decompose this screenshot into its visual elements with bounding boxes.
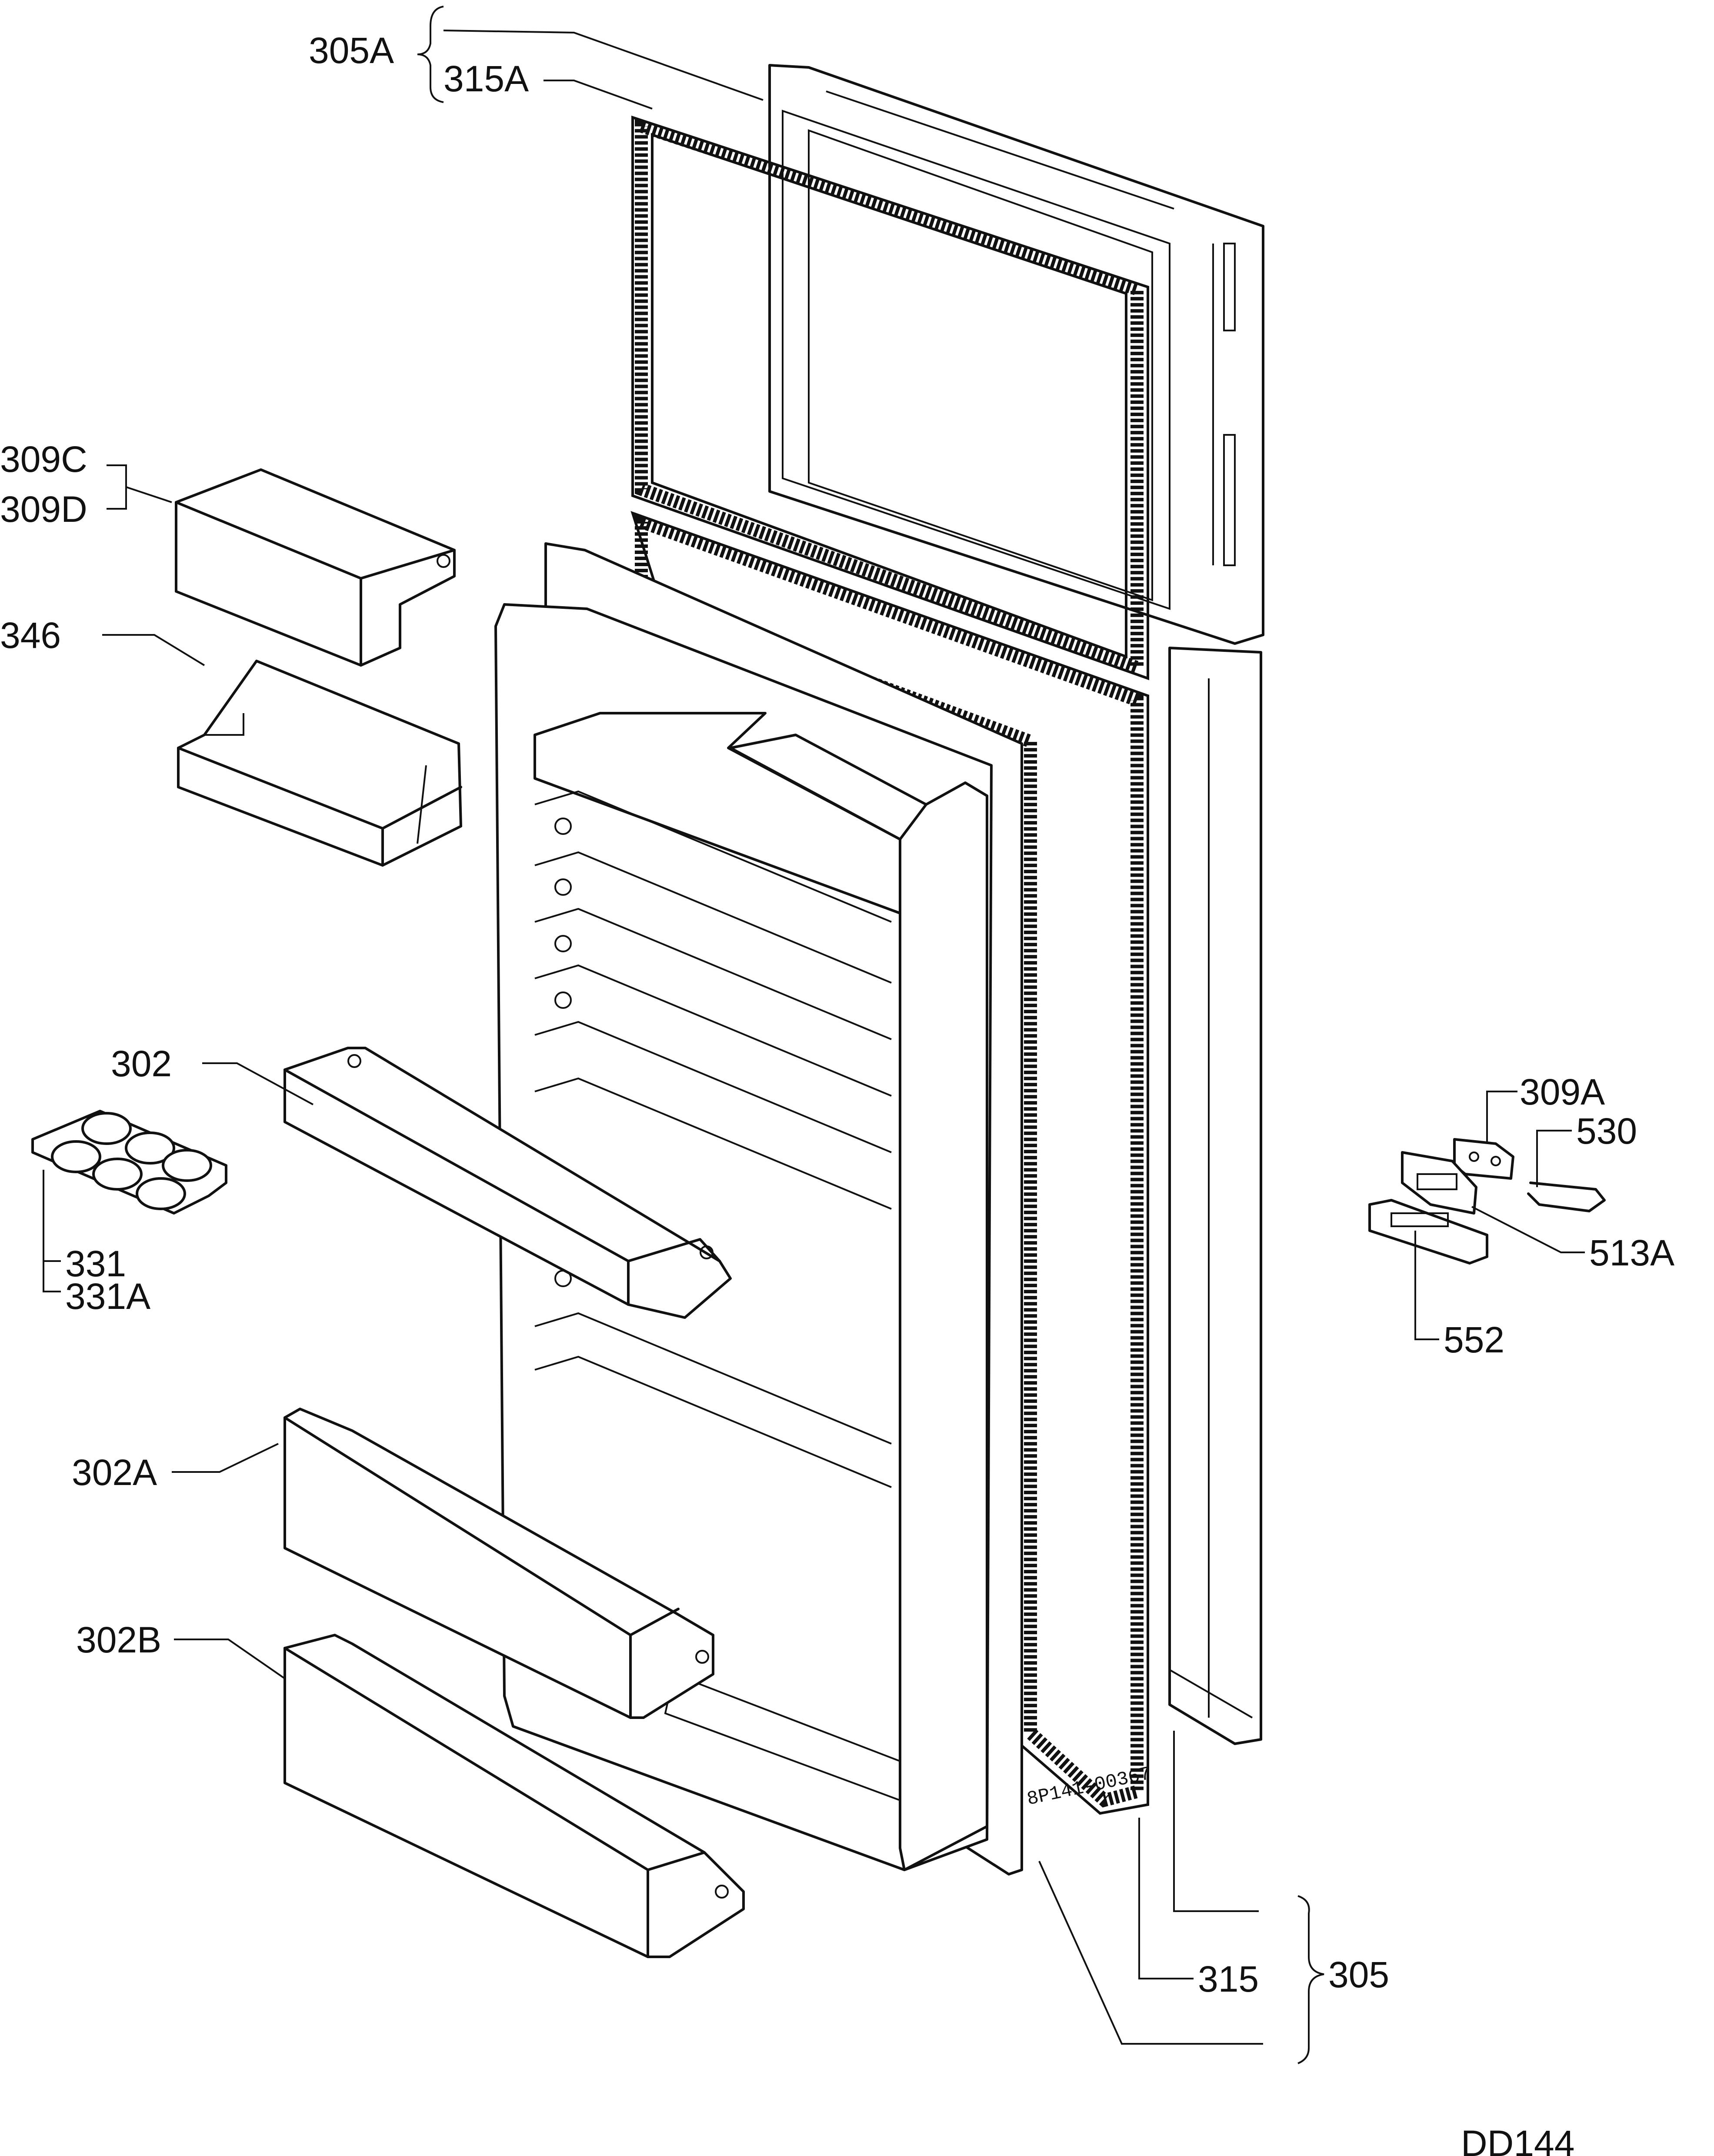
label-331a: 331A xyxy=(65,1276,150,1317)
egg-tray-331 xyxy=(31,1110,227,1215)
part-309a xyxy=(1453,1138,1514,1180)
label-552: 552 xyxy=(1444,1319,1504,1360)
label-305a: 305A xyxy=(309,30,394,71)
shelf-302 xyxy=(283,1047,732,1319)
label-302b: 302B xyxy=(76,1619,161,1660)
label-309a: 309A xyxy=(1520,1071,1605,1112)
shelf-302b xyxy=(283,1634,745,1958)
shelf-302a xyxy=(283,1408,714,1719)
label-302: 302 xyxy=(111,1043,172,1084)
freezer-gasket xyxy=(631,115,1149,681)
footer-code: DD144 xyxy=(1461,2123,1574,2156)
label-346: 346 xyxy=(0,615,61,656)
fridge-door-panel xyxy=(1168,647,1262,1745)
label-309d: 309D xyxy=(0,489,87,530)
part-552 xyxy=(1368,1199,1488,1265)
part-530 xyxy=(1527,1181,1606,1212)
bin-346 xyxy=(177,660,462,867)
cover-309c-309d xyxy=(175,468,456,667)
label-530: 530 xyxy=(1576,1111,1637,1151)
door-liner xyxy=(494,542,1023,1876)
label-305: 305 xyxy=(1328,1954,1389,1995)
label-302a: 302A xyxy=(72,1452,157,1493)
label-315: 315 xyxy=(1198,1959,1259,1999)
label-315a: 315A xyxy=(444,58,529,99)
leader-lines xyxy=(43,6,1585,2064)
part-513a xyxy=(1401,1151,1477,1215)
label-331: 331 xyxy=(65,1243,126,1284)
label-513a: 513A xyxy=(1589,1232,1674,1273)
label-309c: 309C xyxy=(0,439,87,480)
